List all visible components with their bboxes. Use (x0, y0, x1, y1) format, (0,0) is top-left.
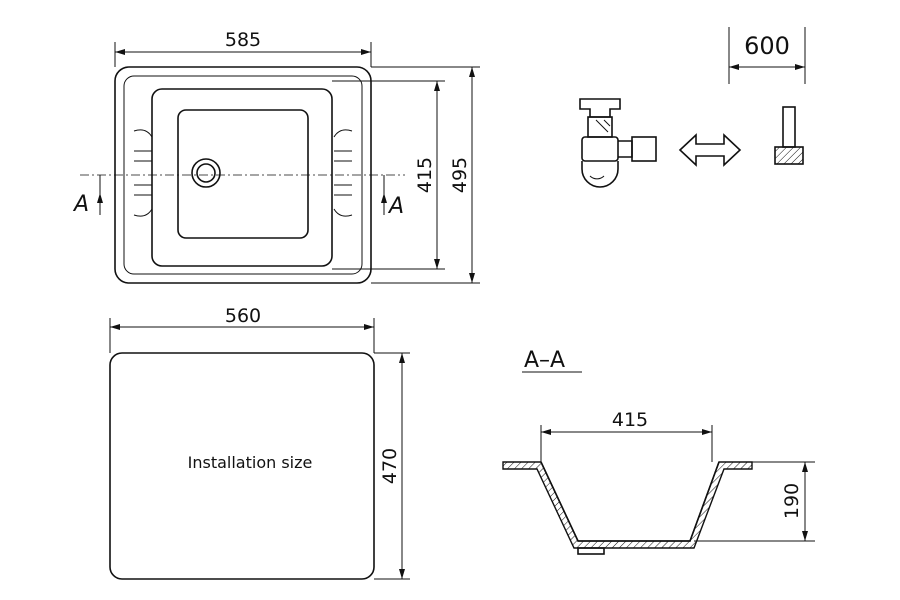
sink-top-view: A A 585 415 495 (72, 29, 480, 284)
dim-width-585: 585 (225, 29, 261, 51)
left-ribs (133, 129, 153, 217)
section-title: A–A (524, 348, 565, 373)
installation-caption: Installation size (188, 453, 313, 472)
section-mark-left: A (72, 192, 89, 217)
dim-section-415: 415 (612, 409, 648, 431)
siphon-icon (579, 98, 657, 188)
drain-inner (196, 163, 216, 183)
dim-install-470: 470 (379, 448, 401, 484)
swap-arrow-icon (678, 133, 742, 167)
section-mark-right: A (387, 194, 404, 219)
dim-cabinet-600: 600 (744, 32, 790, 60)
installation-view: Installation size 560 470 (109, 305, 410, 580)
section-view: A–A 415 190 (502, 348, 815, 555)
dim-total-495: 495 (449, 157, 471, 193)
pipe-icon (774, 106, 804, 165)
dim-install-560: 560 (225, 305, 261, 327)
siphon-group: 600 (579, 27, 806, 188)
dim-bowl-415: 415 (414, 157, 436, 193)
dim-section-190: 190 (781, 483, 803, 519)
drain-outer (191, 158, 221, 188)
right-ribs (333, 129, 353, 217)
